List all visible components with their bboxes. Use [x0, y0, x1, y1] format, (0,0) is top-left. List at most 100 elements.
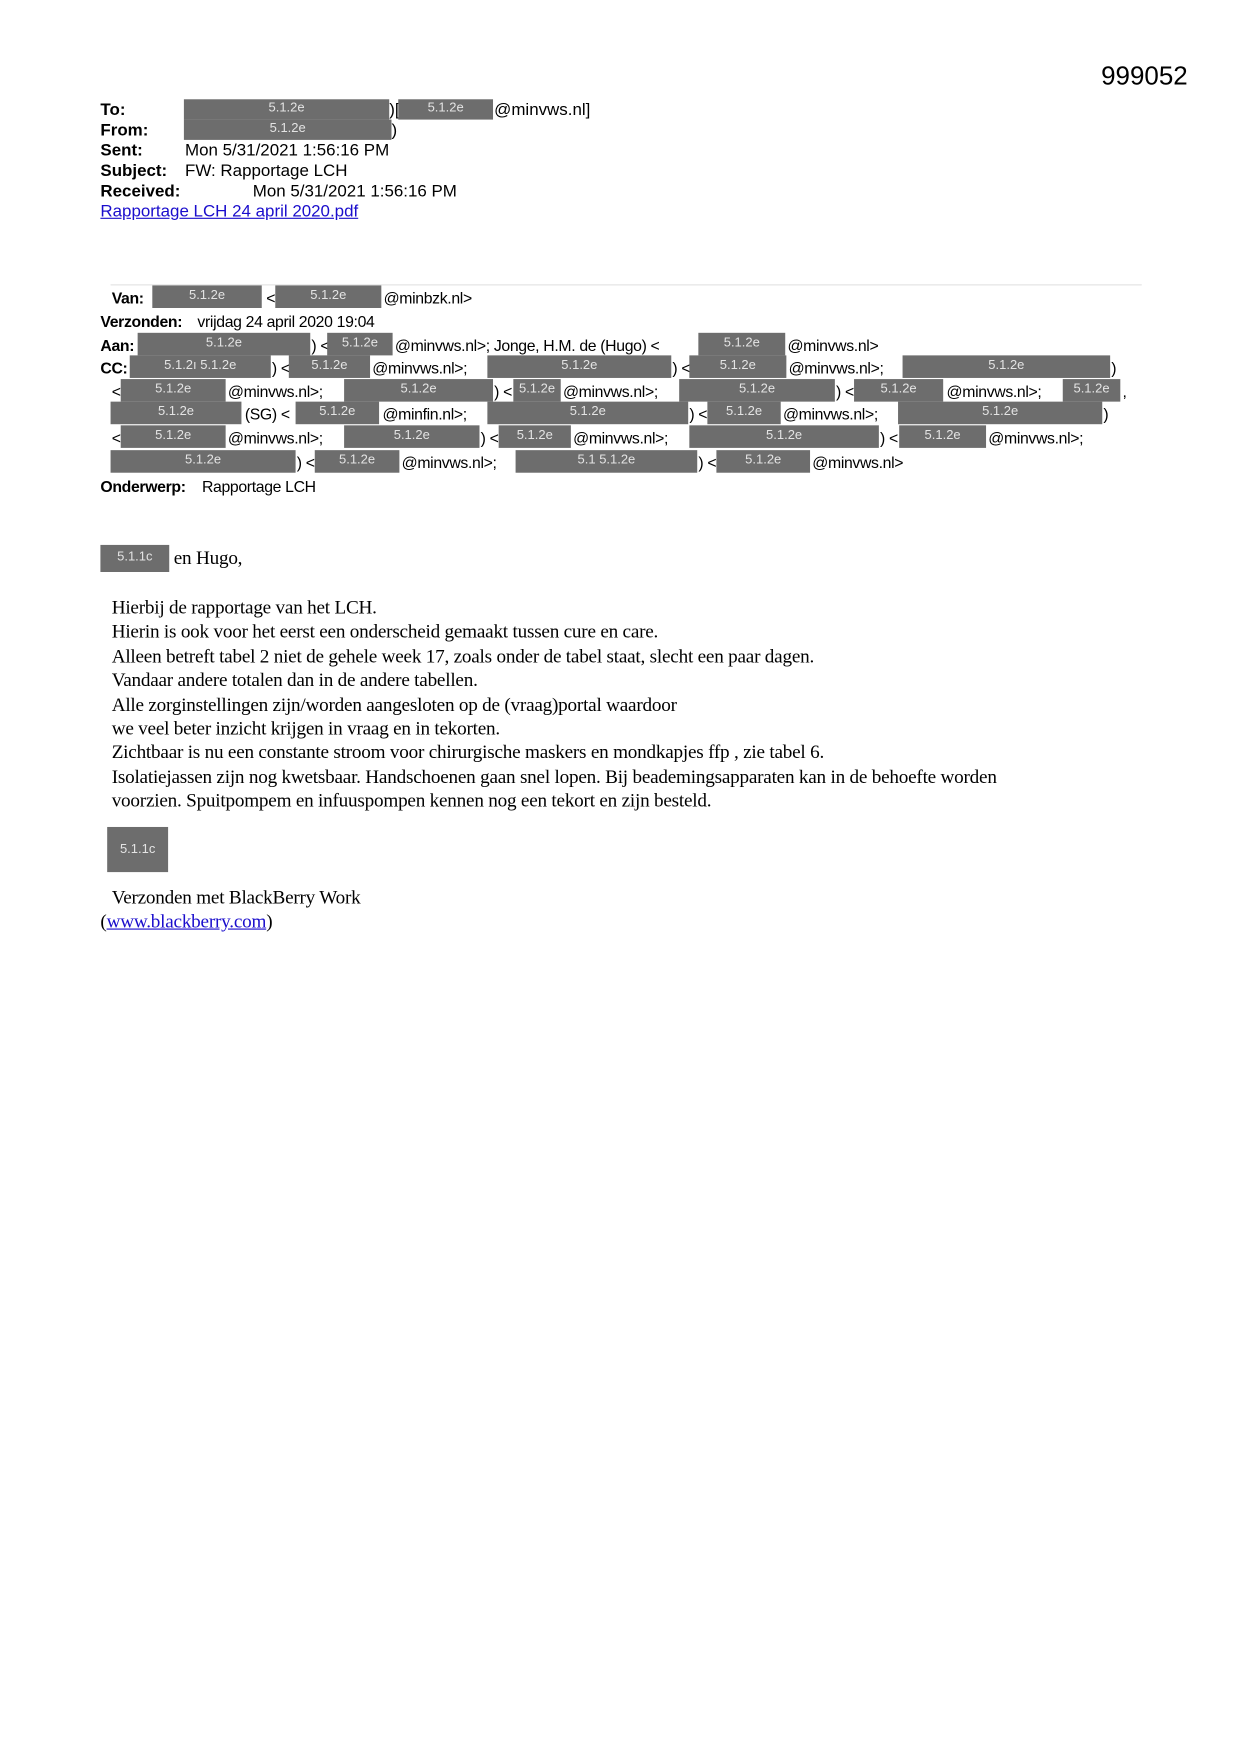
- body-line: Isolatiejassen zijn nog kwetsbaar. Hands…: [111, 765, 997, 788]
- body-line: Alle zorginstellingen zijn/worden aanges…: [111, 693, 677, 715]
- received-label: Received:: [100, 181, 181, 201]
- redaction-box: 5.1.2e: [899, 425, 987, 448]
- field-text: @minvws.nl>;: [782, 405, 878, 424]
- field-text: @minvws.nl>: [812, 453, 904, 472]
- redaction-box: 5.1.2e: [902, 355, 1111, 378]
- field-text: ,: [1122, 382, 1127, 401]
- redaction-box: 5.1.2e: [120, 425, 226, 448]
- body-line: Alleen betreft tabel 2 niet de gehele we…: [111, 645, 815, 667]
- sent-with-text: Verzonden met BlackBerry Work: [111, 886, 361, 909]
- field-text: <: [111, 382, 121, 401]
- subject-value: FW: Rapportage LCH: [185, 161, 348, 181]
- field-text: (SG) <: [244, 405, 290, 424]
- redaction-box: 5.1.2e: [398, 99, 494, 120]
- redaction-box: 5.1.2e: [716, 450, 811, 473]
- redaction-box: 5.1.2e: [288, 355, 371, 378]
- field-text: @minvws.nl>;: [227, 428, 323, 447]
- redaction-box: 5.1.2e: [110, 450, 296, 473]
- redaction-box: 5.1.2e: [487, 401, 689, 425]
- field-text: ): [1111, 358, 1117, 377]
- redaction-box: 5.1.2e: [137, 332, 311, 356]
- redaction-box: 5.1.2e: [120, 379, 226, 402]
- field-text: ) <: [480, 428, 499, 447]
- redaction-box: 5.1.2e: [854, 379, 944, 402]
- field-text: ) <: [271, 358, 290, 377]
- blackberry-link[interactable]: www.blackberry.com: [106, 910, 267, 932]
- from-label: From:: [100, 120, 149, 140]
- field-text: ) <: [879, 428, 898, 447]
- field-text: @minvws.nl>;: [573, 428, 669, 447]
- redaction-box: 5.1.2e: [513, 379, 561, 402]
- redaction-box: 5.1.2e: [679, 379, 835, 402]
- field-text: @minvws.nl>;: [788, 358, 884, 377]
- field-label: Onderwerp:: [100, 477, 186, 496]
- field-label: Verzonden:: [100, 312, 183, 331]
- received-value: Mon 5/31/2021 1:56:16 PM: [252, 181, 457, 201]
- redaction-box: 5.1.2e: [498, 425, 571, 448]
- field-text: vrijdag 24 april 2020 19:04: [197, 312, 375, 331]
- redaction-box: 5.1.2e: [689, 425, 879, 448]
- field-text: ) <: [311, 336, 330, 355]
- redaction-box: 5.1.2e: [110, 401, 242, 425]
- field-text: ): [1103, 405, 1109, 424]
- body-line: voorzien. Spuitpompem en infuuspompen ke…: [111, 789, 712, 812]
- redaction-box: 5.1.2e: [183, 119, 392, 140]
- redaction-box: 5.1.2e: [344, 425, 480, 448]
- redaction-box: 5.1 5.1.2e: [515, 450, 698, 473]
- to-label: To:: [100, 100, 126, 120]
- field-text: @minvws.nl>;: [372, 358, 468, 377]
- redaction-box: 5.1.2e: [707, 401, 781, 425]
- sent-value: Mon 5/31/2021 1:56:16 PM: [185, 141, 390, 161]
- field-text: @minvws.nl>;: [946, 382, 1042, 401]
- paren-close: ): [266, 910, 273, 932]
- field-text: @minvws.nl>; Jonge, H.M. de (Hugo) <: [394, 336, 660, 355]
- field-text: @minvws.nl>;: [401, 453, 497, 472]
- redaction-box: 5.1.2e: [152, 285, 262, 308]
- field-text: ) <: [494, 382, 513, 401]
- body-line: Vandaar andere totalen dan in de andere …: [111, 669, 478, 691]
- field-label: CC:: [100, 358, 128, 377]
- sent-label: Sent:: [100, 141, 143, 161]
- redaction-box: 5.1.1c: [100, 544, 170, 572]
- from-separator: ): [391, 120, 398, 140]
- field-text: ) <: [689, 405, 708, 424]
- redaction-box: 5.1.2e: [689, 355, 787, 378]
- field-text: <: [111, 428, 121, 447]
- redaction-box: 5.1.2e: [314, 450, 400, 473]
- body-line: Zichtbaar is nu een constante stroom voo…: [111, 741, 825, 764]
- redaction-box: 5.1.2e: [487, 355, 672, 378]
- body-line: we veel beter inzicht krijgen in vraag e…: [111, 717, 501, 739]
- redaction-box: 5.1.2e: [698, 332, 786, 356]
- field-text: ) <: [835, 382, 854, 401]
- redaction-box: 5.1.2e: [1062, 379, 1121, 402]
- to-separator: )[: [389, 100, 400, 120]
- redaction-box: 5.1.2e: [327, 332, 393, 356]
- field-text: @minvws.nl>;: [562, 382, 658, 401]
- redaction-box: 5.1.2e: [183, 99, 390, 120]
- field-label: Van:: [111, 288, 144, 307]
- field-text: Rapportage LCH: [201, 477, 316, 496]
- field-text: @minbzk.nl>: [383, 288, 473, 307]
- body-line: Hierin is ook voor het eerst een ondersc…: [111, 620, 659, 643]
- redaction-box: 5.1.2ı 5.1.2e: [129, 355, 271, 378]
- field-text: ) <: [698, 453, 717, 472]
- field-text: @minvws.nl>: [787, 336, 879, 355]
- field-text: @minfin.nl>;: [382, 405, 467, 424]
- signature-redaction: 5.1.1c: [107, 826, 169, 873]
- blackberry-link-line: (www.blackberry.com): [100, 910, 272, 933]
- redaction-box: 5.1.2e: [295, 401, 380, 425]
- to-domain: @minvws.nl]: [494, 100, 591, 120]
- redaction-box: 5.1.2e: [898, 401, 1103, 425]
- field-text: @minvws.nl>;: [988, 428, 1084, 447]
- body-line: Hierbij de rapportage van het LCH.: [111, 596, 377, 619]
- attachment-link[interactable]: Rapportage LCH 24 april 2020.pdf: [100, 201, 359, 222]
- greeting: en Hugo,: [173, 547, 243, 569]
- field-text: <: [266, 288, 276, 307]
- field-text: ) <: [296, 453, 315, 472]
- field-label: Aan:: [100, 336, 135, 355]
- redaction-box: 5.1.2e: [275, 285, 382, 308]
- redaction-box: 5.1.2e: [344, 379, 494, 402]
- field-text: @minvws.nl>;: [227, 382, 323, 401]
- document-number: 999052: [1101, 60, 1188, 91]
